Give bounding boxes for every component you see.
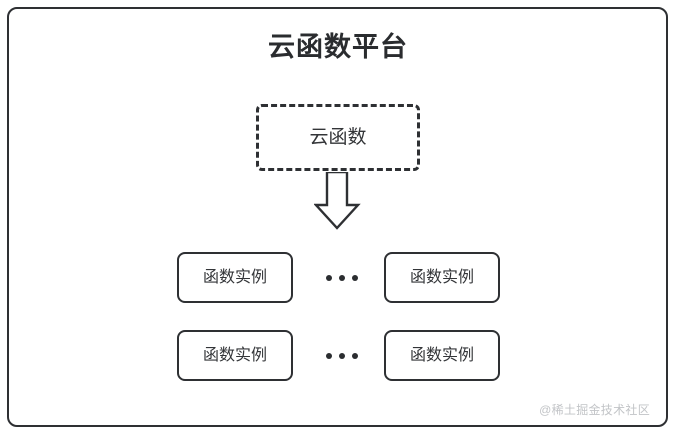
cloud-function-label: 云函数	[309, 126, 367, 148]
function-instance-box: 函数实例	[177, 252, 293, 303]
watermark: @稀土掘金技术社区	[539, 403, 650, 417]
function-instance-box: 函数实例	[177, 330, 293, 381]
cloud-function-node: 云函数	[256, 104, 420, 171]
page-title: 云函数平台	[268, 32, 408, 62]
instance-row: 函数实例 函数实例	[0, 252, 676, 303]
ellipsis-dot	[326, 352, 332, 359]
ellipsis-icon	[300, 330, 384, 381]
function-instance-box: 函数实例	[384, 252, 500, 303]
ellipsis-dot	[339, 352, 345, 359]
ellipsis-dot	[352, 352, 358, 359]
function-instance-label: 函数实例	[202, 346, 267, 364]
ellipsis-dot	[339, 274, 345, 281]
instance-row: 函数实例 函数实例	[0, 330, 676, 381]
down-arrow-icon	[314, 172, 361, 230]
function-instance-label: 函数实例	[409, 346, 474, 364]
function-instance-box: 函数实例	[384, 330, 500, 381]
ellipsis-dot	[352, 274, 358, 281]
function-instance-label: 函数实例	[409, 268, 474, 286]
function-instance-label: 函数实例	[202, 268, 267, 286]
ellipsis-icon	[300, 252, 384, 303]
ellipsis-dot	[326, 274, 332, 281]
